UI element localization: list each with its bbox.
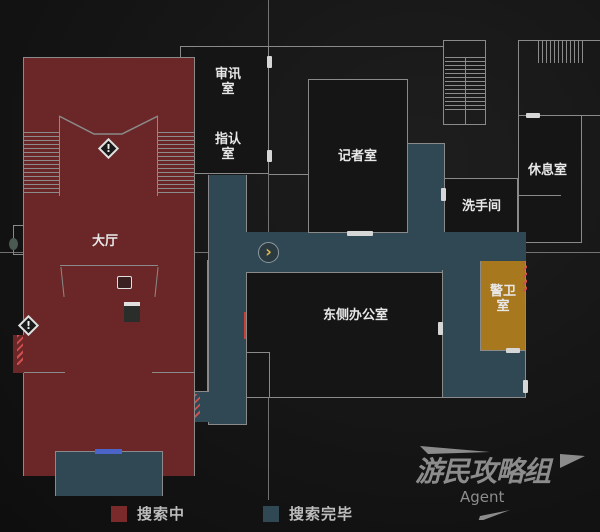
door-guard[interactable] [506,348,520,353]
wall [269,352,270,398]
hatched-door[interactable] [195,394,200,418]
wall [269,174,309,175]
reception-counter [60,265,158,305]
watermark-arrow-icon [420,446,585,520]
room-label-interrogation: 审讯 室 [215,67,242,97]
room-restroom[interactable] [444,178,518,233]
room-label-restroom: 洗手间 [462,199,502,214]
stairs-east [538,40,585,63]
watermark: 游民攻略组 Agent [405,440,595,520]
door-southeast[interactable] [523,380,528,393]
wall [152,372,194,373]
room-label-guard: 警卫 室 [490,284,517,314]
stairs-left [24,132,60,194]
room-east-office[interactable] [246,272,443,398]
legend-label-searched: 搜索完毕 [289,505,354,523]
door-interrogation[interactable] [267,56,272,68]
corridor-north[interactable] [246,232,480,272]
corridor-press-side [407,143,445,235]
corridor-west[interactable] [208,175,247,425]
wall [246,352,270,353]
room-label-east-office: 东侧办公室 [323,308,389,323]
legend-swatch-searching [111,505,127,522]
wall [59,116,60,196]
room-label-break: 休息室 [528,163,568,178]
wall [269,46,444,47]
legend-searched: 搜索完毕 [263,503,353,524]
legend-swatch-searched [263,505,279,522]
player-marker[interactable]: › [258,242,279,263]
door-entrance[interactable] [95,449,122,454]
wall [157,116,158,196]
stairwell-north [443,40,486,125]
room-guard[interactable] [480,261,526,351]
door-restroom[interactable] [441,188,446,201]
legend-searching: 搜索中 [111,503,185,524]
door-identification[interactable] [267,150,272,162]
door-east-office[interactable] [438,322,443,335]
room-entrance[interactable] [55,451,163,496]
wall [444,143,445,179]
room-break[interactable] [518,115,582,243]
door-break[interactable] [526,113,540,118]
safe-icon[interactable] [117,276,132,289]
chevron-right-icon: › [265,242,272,261]
wall [518,195,561,196]
wall [465,57,466,125]
wall [13,372,65,373]
watermark-subtitle: Agent [460,488,505,506]
stairs-right [158,132,194,194]
legend-label-searching: 搜索中 [137,505,186,523]
door-press[interactable] [347,231,373,236]
wall [180,46,196,47]
hatched-door[interactable] [523,262,527,292]
map-pin [9,238,18,250]
watermark-title: 游民攻略组 [415,455,551,488]
wall-gap [195,260,208,392]
typewriter-icon[interactable] [124,302,140,322]
room-press[interactable] [308,79,408,233]
room-label-press: 记者室 [338,149,378,164]
room-identification[interactable] [195,109,269,174]
hall-upper-wall [58,115,159,135]
wall [180,46,181,57]
hatched-door[interactable] [17,335,23,365]
room-label-main-hall: 大厅 [92,234,119,249]
room-label-identification: 指认 室 [215,132,242,162]
room-main-hall-lower [23,176,195,476]
